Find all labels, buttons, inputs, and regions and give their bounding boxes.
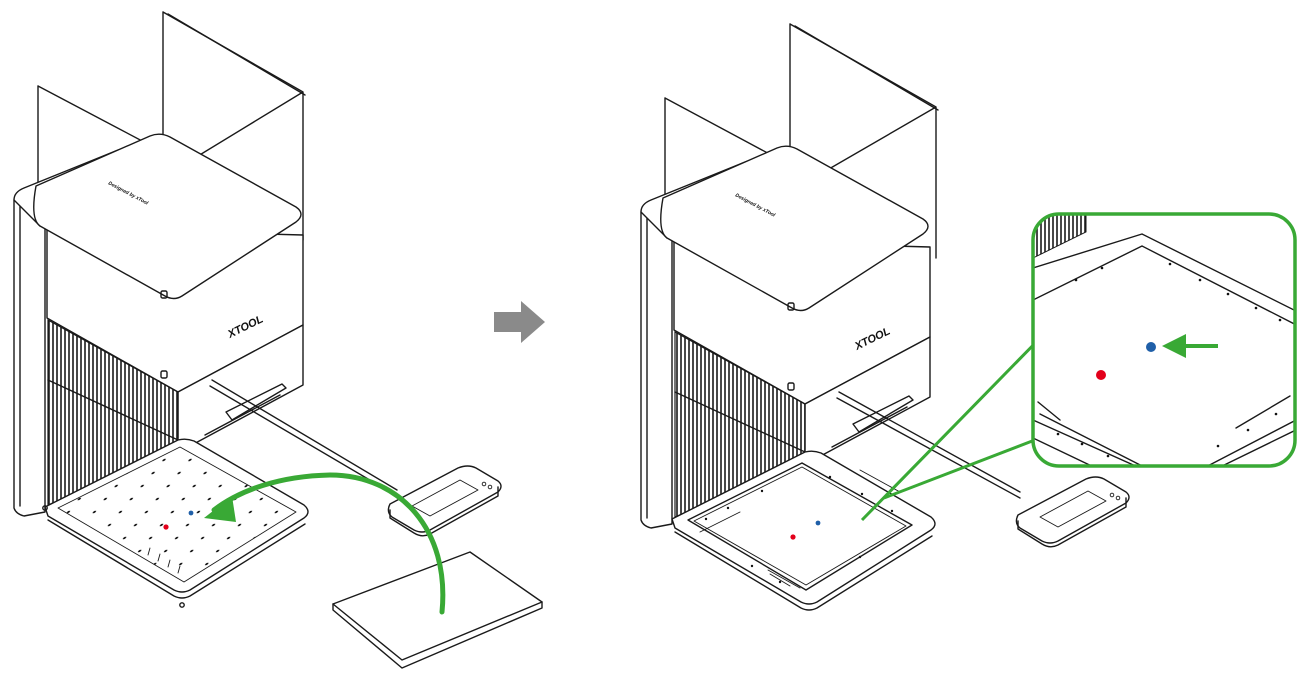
- red-marker: [1096, 370, 1106, 380]
- button-icon: [160, 290, 168, 299]
- red-marker: [790, 534, 796, 540]
- controller-device: [1015, 476, 1130, 548]
- blue-marker: [1146, 342, 1156, 352]
- curved-arrow-icon: [204, 472, 446, 615]
- red-marker: [163, 524, 169, 530]
- machine-step-1: Designed by xTool XTOOL: [13, 11, 543, 669]
- machine-step-2: Designed by xTool XTOOL: [640, 23, 1130, 611]
- material-sheet: [332, 551, 543, 669]
- blue-marker: [815, 520, 821, 526]
- blue-marker: [188, 510, 194, 516]
- left-arrow-icon: [1162, 334, 1218, 358]
- button-icon: [787, 302, 795, 311]
- right-arrow-icon: [494, 301, 545, 343]
- button-icon: [160, 370, 168, 379]
- zoom-inset: [1031, 212, 1297, 468]
- callout-connector: [860, 328, 1050, 522]
- button-icon: [787, 382, 795, 391]
